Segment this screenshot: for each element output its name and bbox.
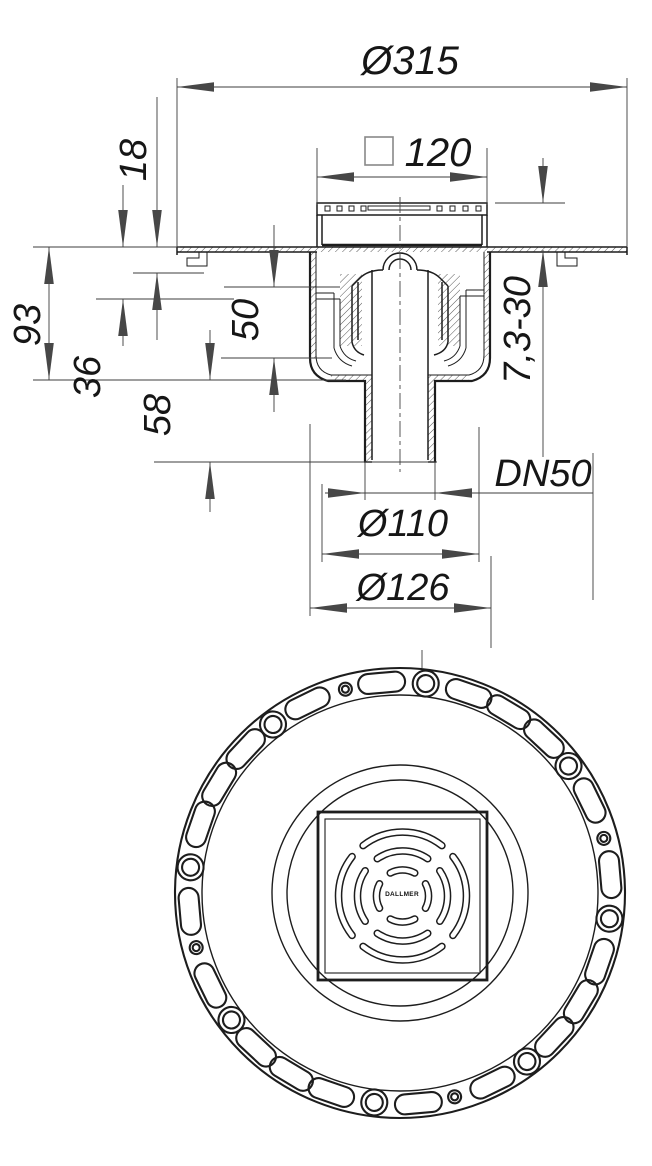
body-bottom-hatch-left <box>331 375 372 381</box>
plan-view: DALLMER <box>173 650 627 1120</box>
clamp-hatch-right <box>438 274 460 346</box>
dim-stub-length-58: 58 <box>137 394 179 436</box>
body-outline <box>308 252 492 462</box>
grate-slots <box>324 205 482 212</box>
dim-depth-36: 36 <box>67 355 109 398</box>
dim-grate-square: 120 <box>405 131 472 175</box>
pipe-wall-hatch-right <box>428 381 435 462</box>
dim-dia-126: Ø126 <box>355 567 451 609</box>
dimension-lines <box>33 78 628 648</box>
upper-section-circle <box>271 764 529 1022</box>
body-wall-hatch-right <box>484 252 490 358</box>
body-wall-hatch-left <box>310 252 316 358</box>
inner-ledge-right <box>443 289 484 367</box>
outlet-tube <box>371 270 429 460</box>
opening-circle <box>286 779 514 1007</box>
square-symbol <box>364 136 394 166</box>
body-bottom-hatch-right <box>428 375 469 381</box>
dim-dia-110: Ø110 <box>356 503 448 545</box>
dim-height-18: 18 <box>113 139 155 181</box>
flange-hatch <box>177 247 627 252</box>
dim-flange-diameter: Ø315 <box>359 39 460 83</box>
body-inner-line <box>315 252 485 376</box>
trap-bell <box>351 269 449 356</box>
flange-hooks <box>186 252 578 267</box>
inner-ledge-left <box>316 292 357 367</box>
flange-inner-circle <box>201 694 599 1092</box>
pipe-wall-hatch-left <box>365 381 372 462</box>
brand-logo: DALLMER <box>385 891 419 898</box>
dim-adjust-range: 7,3-30 <box>497 276 539 384</box>
grate-square-inner <box>324 818 481 974</box>
dim-total-depth-93: 93 <box>7 304 49 346</box>
grate-square-outer <box>316 810 489 982</box>
riser-walls <box>316 215 488 247</box>
section-view: Ø315 120 18 93 36 50 58 7,3-30 DN50 Ø110… <box>7 39 628 648</box>
flange-outer-circle <box>173 666 627 1120</box>
clamp-hatch-left <box>340 274 362 346</box>
grate-arc-slots <box>334 828 471 964</box>
dim-outlet-dn50: DN50 <box>494 453 591 495</box>
dim-trap-depth-50: 50 <box>225 299 267 341</box>
